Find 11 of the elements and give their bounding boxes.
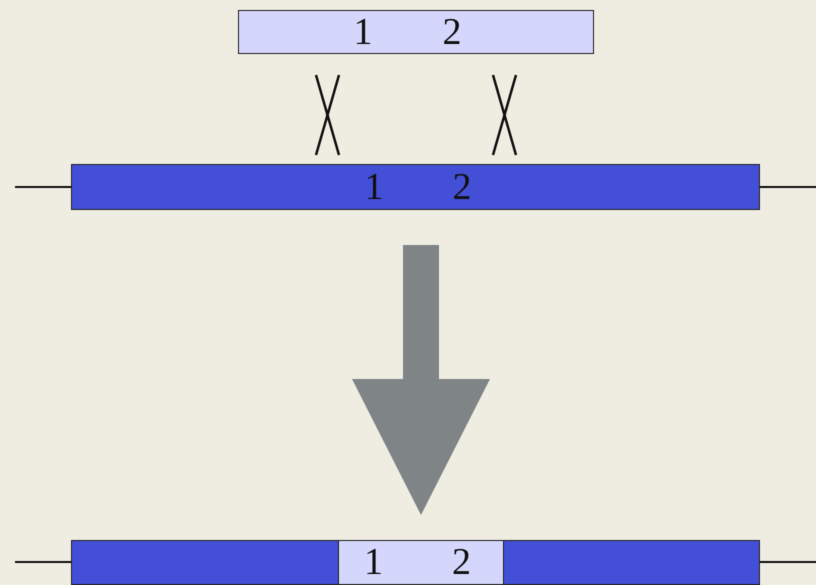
dna-fragment-bar <box>238 10 594 54</box>
recombinant-chromosome-bar <box>71 540 760 585</box>
inserted-segment <box>338 540 504 584</box>
region-number: 2 <box>452 543 471 581</box>
region-number: 1 <box>364 168 384 206</box>
chromosome-bar <box>71 164 760 210</box>
region-number: 1 <box>364 543 383 581</box>
region-number: 2 <box>442 13 462 51</box>
block-arrow <box>352 245 490 515</box>
region-number: 2 <box>452 168 472 206</box>
region-number: 1 <box>354 13 372 51</box>
